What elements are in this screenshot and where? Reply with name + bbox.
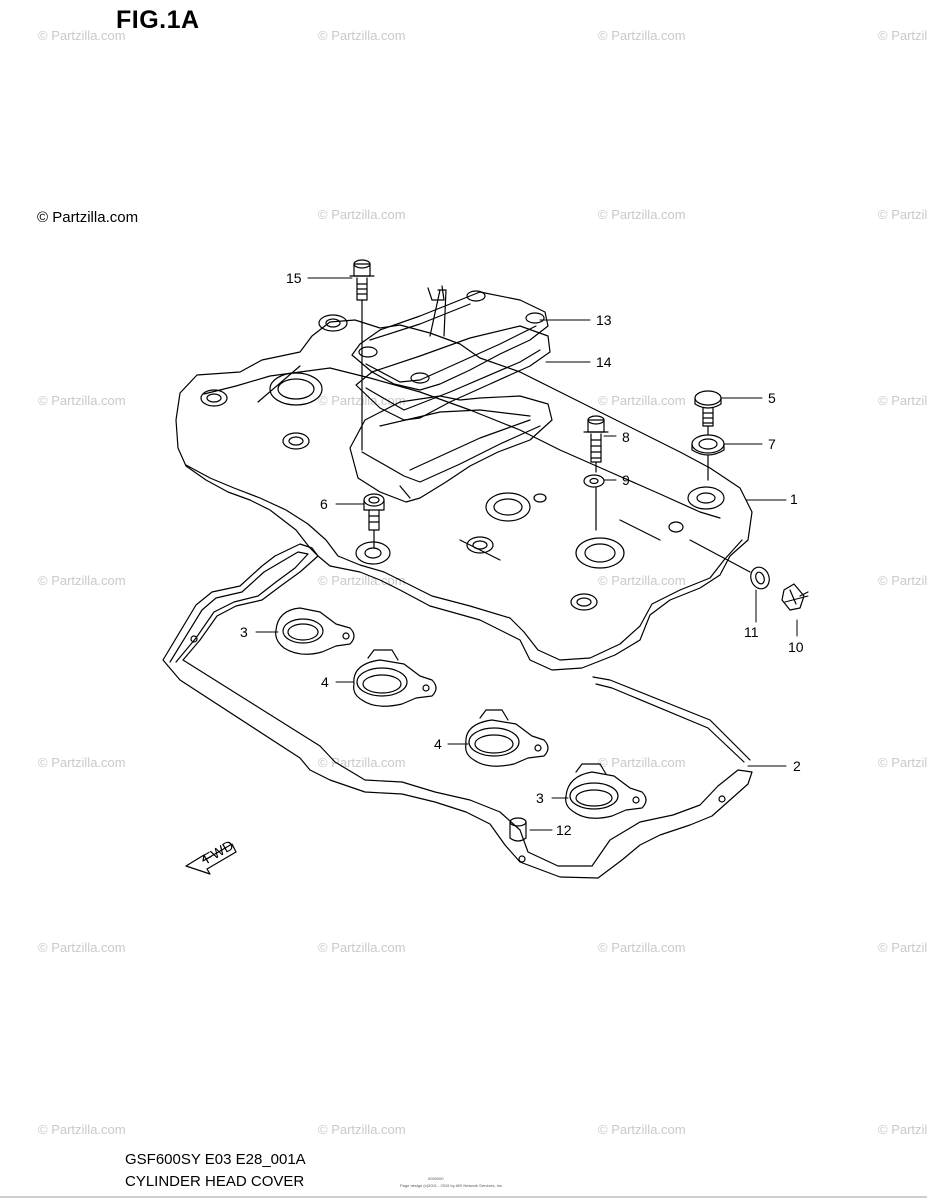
callout-3: 3 [536,790,544,806]
watermark: © Partzilla.com [598,1122,686,1137]
callout-1: 1 [790,491,798,507]
watermark: © Partzilla.com [598,207,686,222]
callout-9: 9 [622,472,630,488]
callout-4: 4 [434,736,442,752]
watermark: © Partzilla.com [318,940,406,955]
bolt-15 [349,259,375,451]
callout-15: 15 [286,270,302,286]
watermark: © Partzilla.com [598,755,686,770]
callout-5: 5 [768,390,776,406]
seal-4-upper [353,649,437,707]
callout-11: 11 [744,624,759,640]
callout-3: 3 [240,624,248,640]
callout-7: 7 [768,436,776,452]
fwd-arrow-icon [185,843,237,875]
footer-small-code: 0000000 [428,1176,444,1181]
head-cover-body [175,289,753,671]
watermark: © Partzilla.com [878,393,927,408]
callout-10: 10 [788,639,804,655]
watermark: © Partzilla.com [598,940,686,955]
bolt-8 [583,415,609,531]
seal-3-upper [275,607,355,655]
bolt-6 [363,493,385,549]
watermark: © Partzilla.com [38,940,126,955]
callout-8: 8 [622,429,630,445]
washer-11 [689,539,770,590]
seal-3-lower [565,763,647,819]
breather-cover [351,285,549,391]
watermark: © Partzilla.com [598,573,686,588]
watermark: © Partzilla.com [878,1122,927,1137]
watermark: © Partzilla.com [38,393,126,408]
watermark: © Partzilla.com [318,1122,406,1137]
leader-lines [255,277,809,831]
dowel-12 [509,817,527,842]
callout-4: 4 [321,674,329,690]
diagram-subtitle: CYLINDER HEAD COVER [125,1173,305,1190]
watermark: © Partzilla.com [878,755,927,770]
callout-6: 6 [320,496,328,512]
gasket-outline [162,543,753,879]
watermark: © Partzilla.com [598,28,686,43]
bottom-divider [0,1196,927,1198]
washer-9 [583,474,605,488]
grommet-7 [691,434,725,481]
watermark: © Partzilla.com [878,940,927,955]
watermark: © Partzilla.com [318,573,406,588]
watermark: © Partzilla.com [318,28,406,43]
watermark: © Partzilla.com [878,207,927,222]
callout-13: 13 [596,312,612,328]
watermark: © Partzilla.com [38,573,126,588]
callout-12: 12 [556,822,572,838]
figure-title: FIG.1A [116,6,200,34]
callout-2: 2 [793,758,801,774]
watermark: © Partzilla.com [878,28,927,43]
bolt-5 [694,390,722,435]
seal-4-lower [465,709,549,767]
plug-10 [781,583,809,611]
watermark: © Partzilla.com [318,755,406,770]
watermark: © Partzilla.com [38,1122,126,1137]
watermark: © Partzilla.com [38,28,126,43]
callout-14: 14 [596,354,612,370]
footer-small-credit: Page design (c)2001 - 2015 by ARI Networ… [400,1183,504,1188]
copyright-text: © Partzilla.com [37,209,139,226]
watermark: © Partzilla.com [598,393,686,408]
breather-gasket [355,325,551,421]
watermark: © Partzilla.com [318,207,406,222]
watermark: © Partzilla.com [878,573,927,588]
diagram-code: GSF600SY E03 E28_001A [125,1151,306,1168]
watermark: © Partzilla.com [38,755,126,770]
